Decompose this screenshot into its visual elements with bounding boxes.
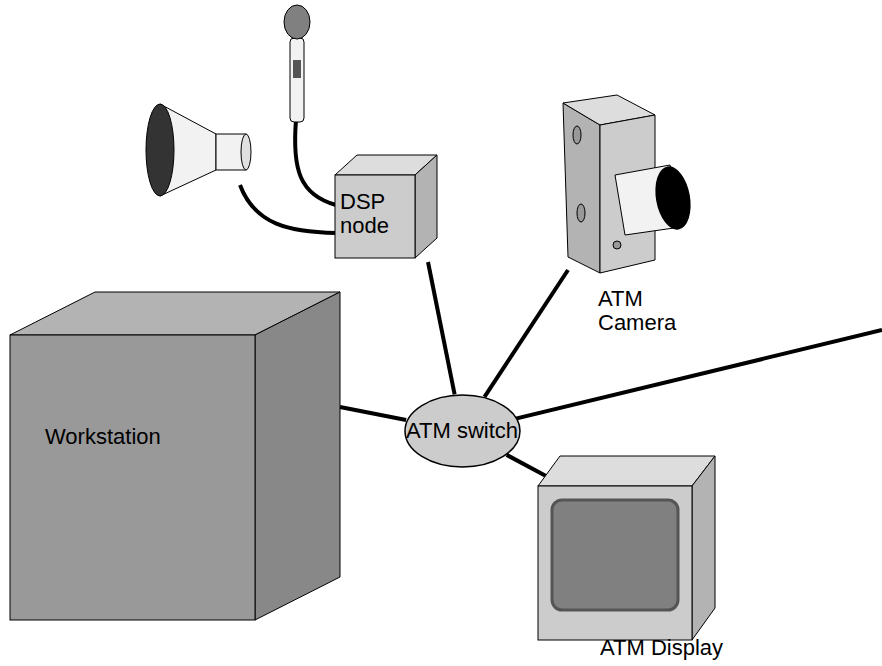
node-label-group: DSP node [340, 190, 412, 238]
camera-hole [573, 126, 581, 144]
camera-lens [651, 164, 696, 233]
node-label: DSP node [340, 190, 412, 238]
display-top [538, 456, 715, 486]
mic-cable [295, 120, 336, 205]
node-label-group: ATM switch [404, 419, 521, 443]
node-label-group: ATM Display [600, 636, 760, 660]
display-front [538, 486, 692, 640]
node-label: ATM switch [404, 419, 521, 443]
speaker [146, 104, 251, 196]
atm-switch-circle: ATM switch [404, 394, 521, 468]
cube-front [335, 175, 415, 258]
node-label: Workstation [45, 425, 235, 449]
atm-display-outline [530, 448, 770, 663]
atm-display: ATM Display [530, 448, 770, 663]
atm-camera: ATM Camera [555, 95, 695, 340]
speaker-cable [240, 185, 336, 233]
network-link [507, 455, 546, 476]
camera-hole [577, 204, 585, 222]
cube-front [10, 335, 255, 620]
node-label-group: Workstation [45, 425, 235, 449]
switch-outline [405, 395, 520, 467]
network-line [502, 330, 882, 422]
network-link [484, 270, 568, 397]
node-label: ATM Display [600, 636, 760, 660]
network-link [428, 262, 455, 394]
network-link [340, 407, 406, 420]
workstation-box: Workstation [5, 285, 345, 625]
node-label-group: ATM Camera [598, 287, 693, 335]
display-screen [552, 500, 678, 610]
workstation-box-outline [5, 285, 345, 625]
cube-side [415, 155, 437, 258]
camera-side [563, 103, 600, 273]
camera-hole [613, 241, 621, 249]
node-label: ATM Camera [598, 287, 693, 335]
dsp-node-box: DSP node [330, 150, 440, 262]
microphone [284, 5, 310, 122]
display-side [692, 456, 715, 640]
cube-side [255, 292, 340, 620]
